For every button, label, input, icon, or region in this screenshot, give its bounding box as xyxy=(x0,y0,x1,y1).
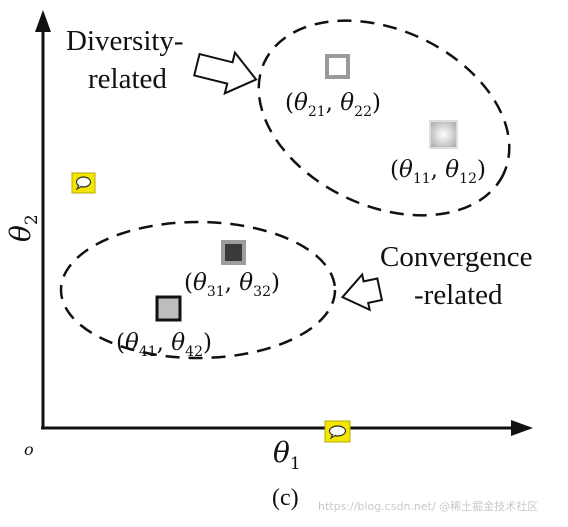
point-theta-4-marker xyxy=(155,295,182,322)
convergence-arrow xyxy=(340,272,384,312)
convergence-label-line2: -related xyxy=(414,279,503,311)
y-axis-arrow xyxy=(35,10,51,32)
diversity-label-line2: related xyxy=(88,63,167,95)
point-theta-2-label: (θ21, θ22) xyxy=(285,90,381,120)
x-axis-label: θ1 xyxy=(273,436,301,474)
point-theta-3-label: (θ31, θ32) xyxy=(184,270,280,300)
diversity-arrow xyxy=(193,50,258,96)
figure-caption: (c) xyxy=(272,485,299,511)
axes xyxy=(35,10,533,436)
x-axis-arrow xyxy=(511,420,533,436)
comment-icon[interactable] xyxy=(324,420,351,443)
watermark: https://blog.csdn.net/ @稀土掘金技术社区 xyxy=(318,499,538,513)
point-theta-1-marker xyxy=(429,120,458,149)
point-theta-3-marker xyxy=(221,240,246,265)
y-axis-label: θ2 xyxy=(4,214,42,242)
point-theta-1-label: (θ11, θ12) xyxy=(390,157,486,187)
convergence-label-line1: Convergence xyxy=(380,241,532,273)
convergence-region xyxy=(59,220,337,360)
point-theta-2-marker xyxy=(325,54,350,79)
origin-label: o xyxy=(24,440,34,459)
comment-icon[interactable] xyxy=(71,172,96,194)
diversity-label-line1: Diversity- xyxy=(66,25,184,57)
diversity-region xyxy=(257,19,511,217)
point-theta-4-label: (θ41, θ42) xyxy=(116,330,212,360)
